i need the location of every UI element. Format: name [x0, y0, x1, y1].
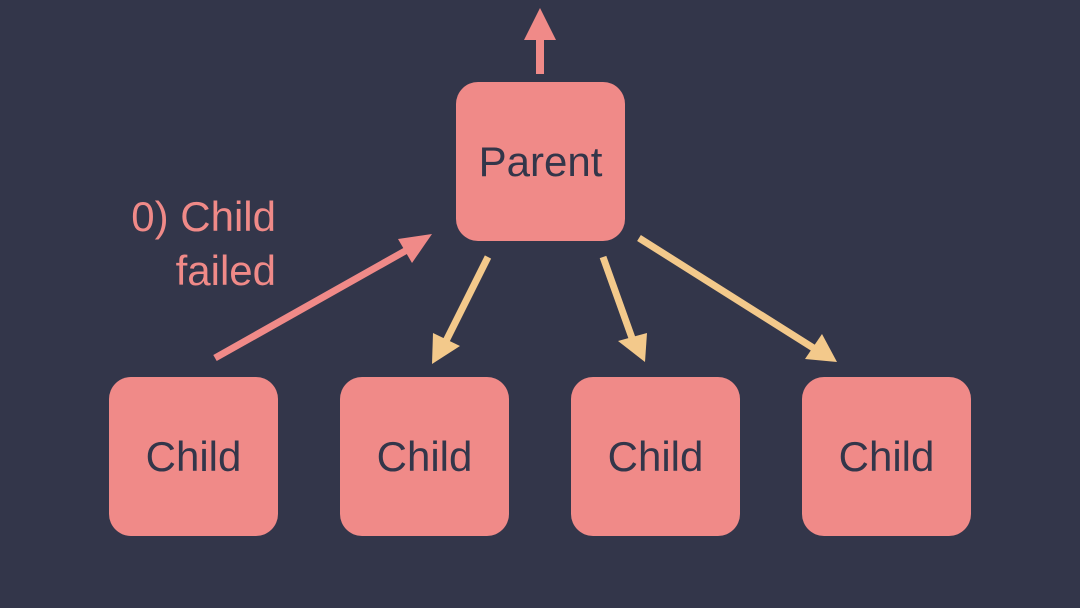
annotation-line-2: failed	[175, 247, 276, 294]
parent-label: Parent	[478, 137, 603, 185]
failure-annotation: 0) Child failed	[96, 190, 276, 298]
child-node-failed: Child	[109, 377, 278, 536]
child-label: Child	[376, 432, 473, 480]
escalate-up-arrow	[524, 8, 556, 74]
child-node: Child	[340, 377, 509, 536]
failure-arrow	[213, 234, 432, 362]
child-label: Child	[607, 432, 704, 480]
child-label: Child	[838, 432, 935, 480]
parent-node: Parent	[456, 82, 625, 241]
restart-arrow-child-3	[599, 255, 647, 362]
child-node: Child	[802, 377, 971, 536]
child-node: Child	[571, 377, 740, 536]
restart-arrow-child-4	[637, 235, 837, 362]
annotation-line-1: 0) Child	[131, 193, 276, 240]
restart-arrow-child-2	[432, 255, 492, 364]
child-label: Child	[145, 432, 242, 480]
